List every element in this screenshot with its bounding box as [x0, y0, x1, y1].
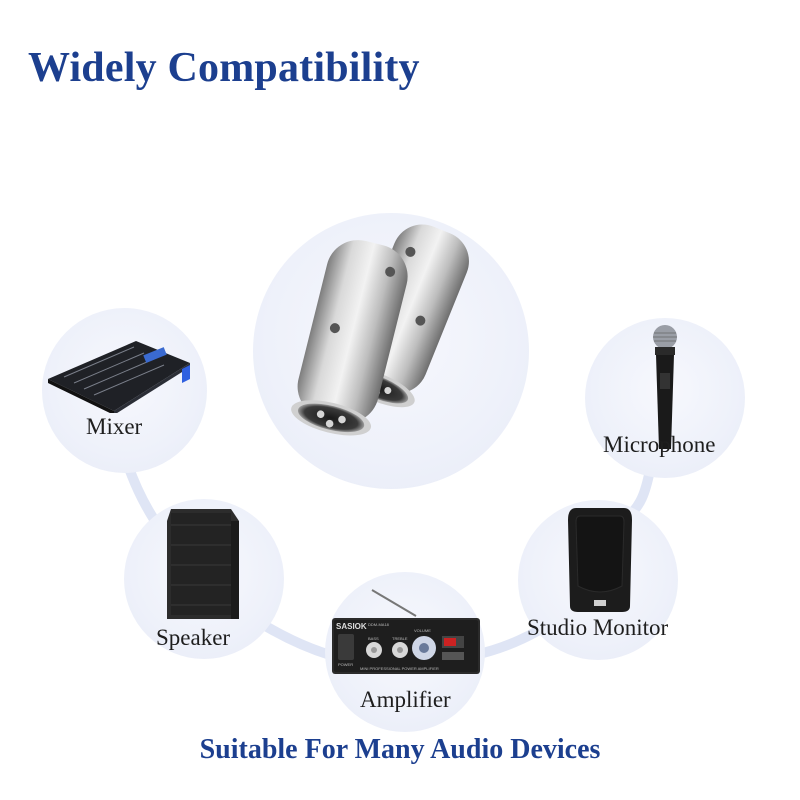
microphone-icon: [653, 325, 677, 449]
studio-monitor-label: Studio Monitor: [527, 615, 669, 640]
xlr-adapter-icon: [291, 224, 469, 436]
amplifier-power: POWER: [338, 662, 354, 667]
page-tagline: Suitable For Many Audio Devices: [199, 734, 601, 765]
mixer-label: Mixer: [86, 414, 143, 439]
amplifier-treble: TREBLE: [392, 636, 408, 641]
amplifier-icon: SASIOK DDM-MA18 VOLUME BASS TREBLE POWER…: [332, 588, 482, 678]
speaker-icon: [167, 509, 239, 619]
amplifier-label: Amplifier: [360, 687, 451, 712]
microphone-label: Microphone: [603, 432, 716, 457]
amplifier-model: DDM-MA18: [368, 622, 389, 627]
studio-monitor-icon: [568, 508, 632, 612]
speaker-label: Speaker: [156, 625, 231, 650]
page-title: Widely Compatibility: [28, 45, 420, 91]
amplifier-footer: MINI PROFESSIONAL POWER AMPLIFIER: [360, 666, 439, 671]
amplifier-bass: BASS: [368, 636, 379, 641]
amplifier-volume: VOLUME: [414, 628, 431, 633]
amplifier-brand: SASIOK: [336, 622, 367, 631]
mixer-icon: [48, 341, 190, 413]
